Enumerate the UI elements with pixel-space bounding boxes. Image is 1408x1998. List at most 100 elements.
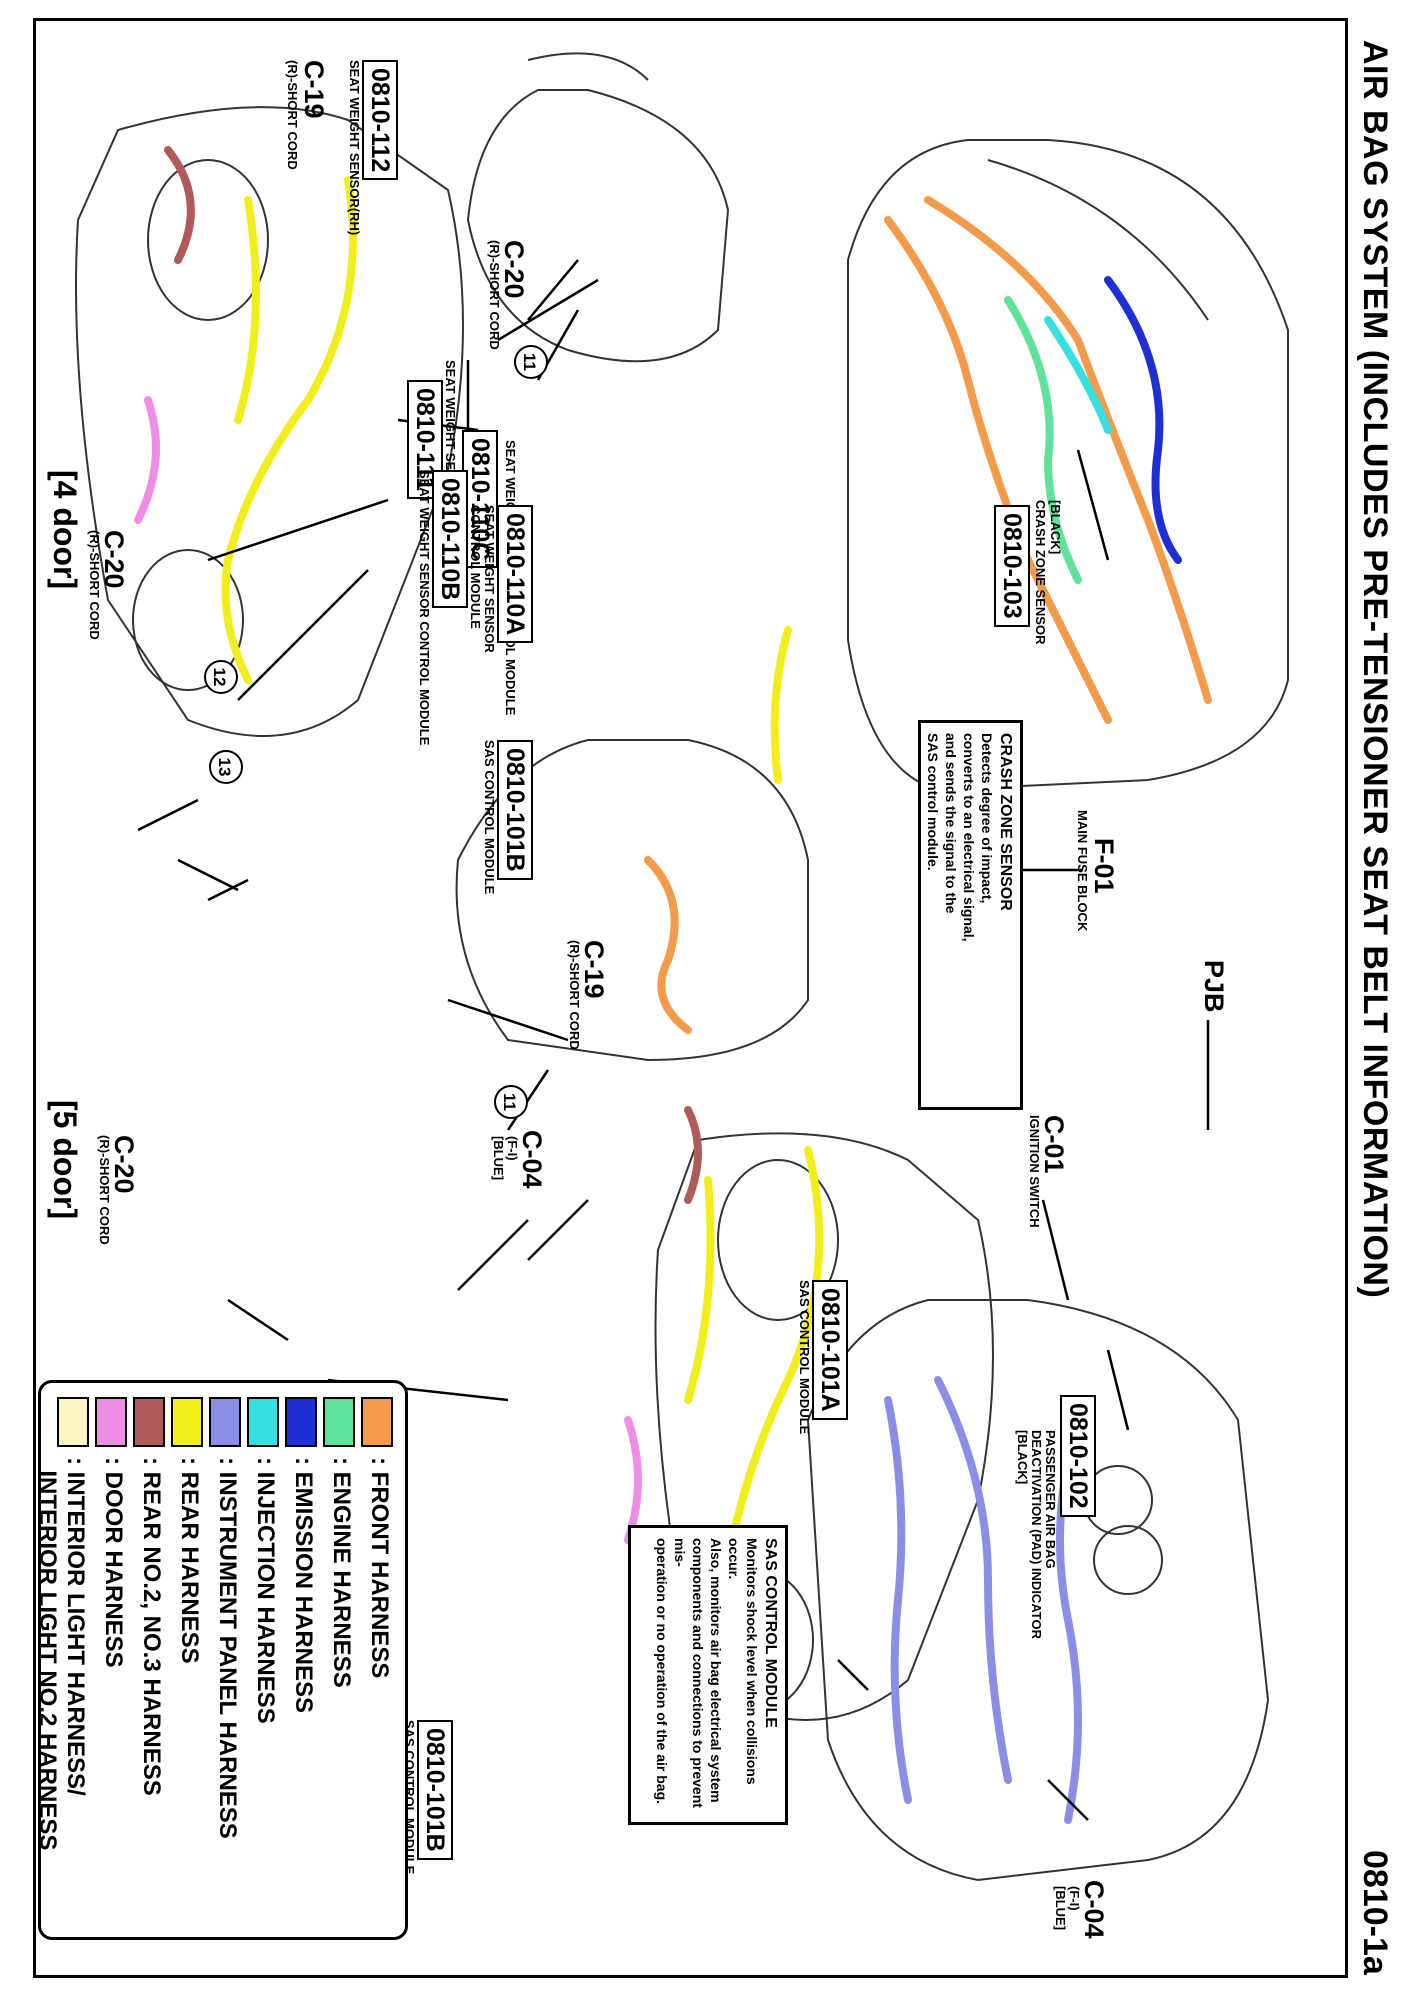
fuse-block-area-outline	[455, 739, 809, 1062]
pad-indicator-label-1: PASSENGER AIR BAG	[1043, 1430, 1058, 1569]
leader-0810-110a	[527, 259, 579, 321]
connector-c19-4door: C-19	[299, 60, 329, 119]
legend-label: : INSTRUMENT PANEL HARNESS	[214, 1457, 241, 1839]
front-harness-strand-pjb	[644, 856, 692, 1034]
callout-circle-13: 13	[209, 750, 243, 784]
leader-0810-102	[1106, 1349, 1130, 1431]
callout-circle-11b: 11	[494, 1085, 528, 1119]
c19-5door-label: (R)-SHORT CORD	[567, 940, 582, 1050]
legend-swatch	[323, 1397, 355, 1447]
leader-circle-11a	[237, 569, 369, 701]
c19-4door-label: (R)-SHORT CORD	[285, 60, 300, 170]
c04-right-color-label: [BLUE]	[1053, 1886, 1068, 1931]
five-door-car-outline	[654, 1132, 994, 1721]
legend-label: : INTERIOR LIGHT HARNESS/ INTERIOR LIGHT…	[34, 1457, 89, 1851]
seat-weight-control-module-label-a2: CONTROL MODULE	[468, 505, 483, 629]
injection-harness-strand	[1044, 316, 1112, 434]
legend-swatch	[57, 1397, 89, 1447]
ignition-switch-label: IGNITION SWITCH	[1027, 1115, 1042, 1228]
engine-harness-strand	[1004, 296, 1082, 584]
rear-no2-harness-strand	[164, 146, 195, 264]
legend-label: : FRONT HARNESS	[366, 1457, 393, 1679]
connector-c20-seat: C-20	[499, 240, 529, 299]
legend-label: : DOOR HARNESS	[100, 1457, 127, 1668]
connector-0810-103: 0810-103	[994, 505, 1030, 627]
sas-control-module-description: SAS CONTROL MODULE Monitors shock level …	[628, 1525, 788, 1825]
variant-label-5-door: [5 door]	[47, 1100, 83, 1220]
connector-0810-110b: 0810-110B	[432, 470, 468, 609]
crash-zone-line-1: Detects degree of impact,	[979, 733, 995, 904]
leader-c20-5door	[457, 1219, 529, 1291]
leader-c01	[1041, 1199, 1070, 1301]
c04-mid-color-label: [BLUE]	[491, 1136, 506, 1181]
front-harness-strand	[924, 196, 1212, 704]
instrument-panel-harness-strand	[934, 1376, 1012, 1784]
engine-bay-edge	[987, 159, 1209, 321]
leader-0810-101a	[837, 1659, 869, 1691]
rear-harness-strand-5door-2	[684, 1176, 715, 1404]
rear-no2-harness-strand-5door	[684, 1106, 702, 1204]
connector-0810-112: 0810-112	[362, 60, 398, 181]
crash-zone-heading: CRASH ZONE SENSOR	[997, 733, 1014, 911]
connector-0810-101a: 0810-101A	[812, 1280, 848, 1420]
connector-c19-5door: C-19	[579, 940, 609, 999]
sas-control-module-label-b-top: SAS CONTROL MODULE	[482, 740, 497, 895]
c20-4door-label: (R)-SHORT CORD	[87, 530, 102, 640]
connector-c04-right: C-04	[1079, 1880, 1109, 1939]
leader-c04-right	[1047, 1779, 1089, 1821]
sas-heading: SAS CONTROL MODULE	[762, 1538, 779, 1728]
leader-c20-4door	[137, 798, 199, 832]
main-fuse-block-label: MAIN FUSE BLOCK	[1075, 810, 1090, 932]
crash-zone-line-2: converts to an electrical signal,	[961, 733, 977, 942]
leader-c04-mid	[506, 1069, 550, 1131]
five-door-wheel-rear	[717, 1159, 839, 1321]
legend-row: : INJECTION HARNESS	[241, 1397, 279, 1923]
legend-label: : EMISSION HARNESS	[290, 1457, 317, 1714]
legend-label: : REAR HARNESS	[176, 1457, 203, 1664]
legend-label: : REAR NO.2, NO.3 HARNESS	[138, 1457, 165, 1796]
legend-swatch	[171, 1397, 203, 1447]
engine-bay-outline	[847, 139, 1289, 792]
c04-right-code-label: (F-I)	[1067, 1886, 1082, 1911]
leader-c19-5door	[447, 998, 569, 1042]
connector-c20-5door: C-20	[109, 1135, 139, 1194]
connector-0810-110a: 0810-110A	[497, 505, 533, 644]
sas-control-module-label-a: SAS CONTROL MODULE	[797, 1280, 812, 1435]
sas-line-2: Also, monitors air bag electrical system	[708, 1538, 724, 1803]
four-door-wheel-front	[132, 549, 244, 691]
legend-row: : FRONT HARNESS	[355, 1397, 393, 1923]
seat-weight-sensor-rh-label: SEAT WEIGHT SENSOR(RH)	[347, 60, 362, 236]
seat-back-outline	[527, 52, 649, 81]
connector-c01: C-01	[1039, 1115, 1069, 1174]
c20-seat-label: (R)-SHORT CORD	[487, 240, 502, 350]
legend-row: : REAR NO.2, NO.3 HARNESS	[127, 1397, 165, 1923]
rear-harness-strand-pjb	[770, 626, 792, 784]
legend-label: : ENGINE HARNESS	[328, 1457, 355, 1688]
legend-row: : REAR HARNESS	[165, 1397, 203, 1923]
connector-c20-4door: C-20	[99, 530, 129, 589]
legend-swatch	[95, 1397, 127, 1447]
seat-weight-control-module-label-a1: SEAT WEIGHT SENSOR	[482, 505, 497, 653]
crash-zone-sensor-description: CRASH ZONE SENSOR Detects degree of impa…	[918, 720, 1023, 1110]
legend-row: : EMISSION HARNESS	[279, 1397, 317, 1923]
legend-swatch	[133, 1397, 165, 1447]
sas-line-3: components and connections to prevent mi…	[672, 1538, 706, 1808]
four-door-wheel-rear	[147, 159, 269, 321]
legend-swatch	[285, 1397, 317, 1447]
leader-0810-101b-top	[207, 498, 389, 562]
c04-mid-code-label: (F-I)	[505, 1136, 520, 1161]
variant-label-4-door: [4 door]	[47, 470, 83, 590]
legend-row: : INTERIOR LIGHT HARNESS/ INTERIOR LIGHT…	[34, 1397, 89, 1923]
leader-circle-13	[207, 878, 249, 902]
connector-0810-101b-bottom: 0810-101B	[417, 1720, 453, 1860]
crash-zone-line-4: SAS control module.	[925, 733, 941, 871]
seat-outline	[466, 89, 730, 363]
legend-row: : INSTRUMENT PANEL HARNESS	[203, 1397, 241, 1923]
leader-crash-zone-sensor	[1076, 449, 1110, 561]
gauge-right	[1093, 1525, 1163, 1595]
crash-zone-sensor-color-label: [BLACK]	[1048, 500, 1063, 555]
crash-zone-sensor-label: CRASH ZONE SENSOR	[1033, 500, 1048, 645]
door-harness-strand	[134, 396, 160, 524]
connector-0810-101b-top: 0810-101B	[497, 740, 533, 880]
